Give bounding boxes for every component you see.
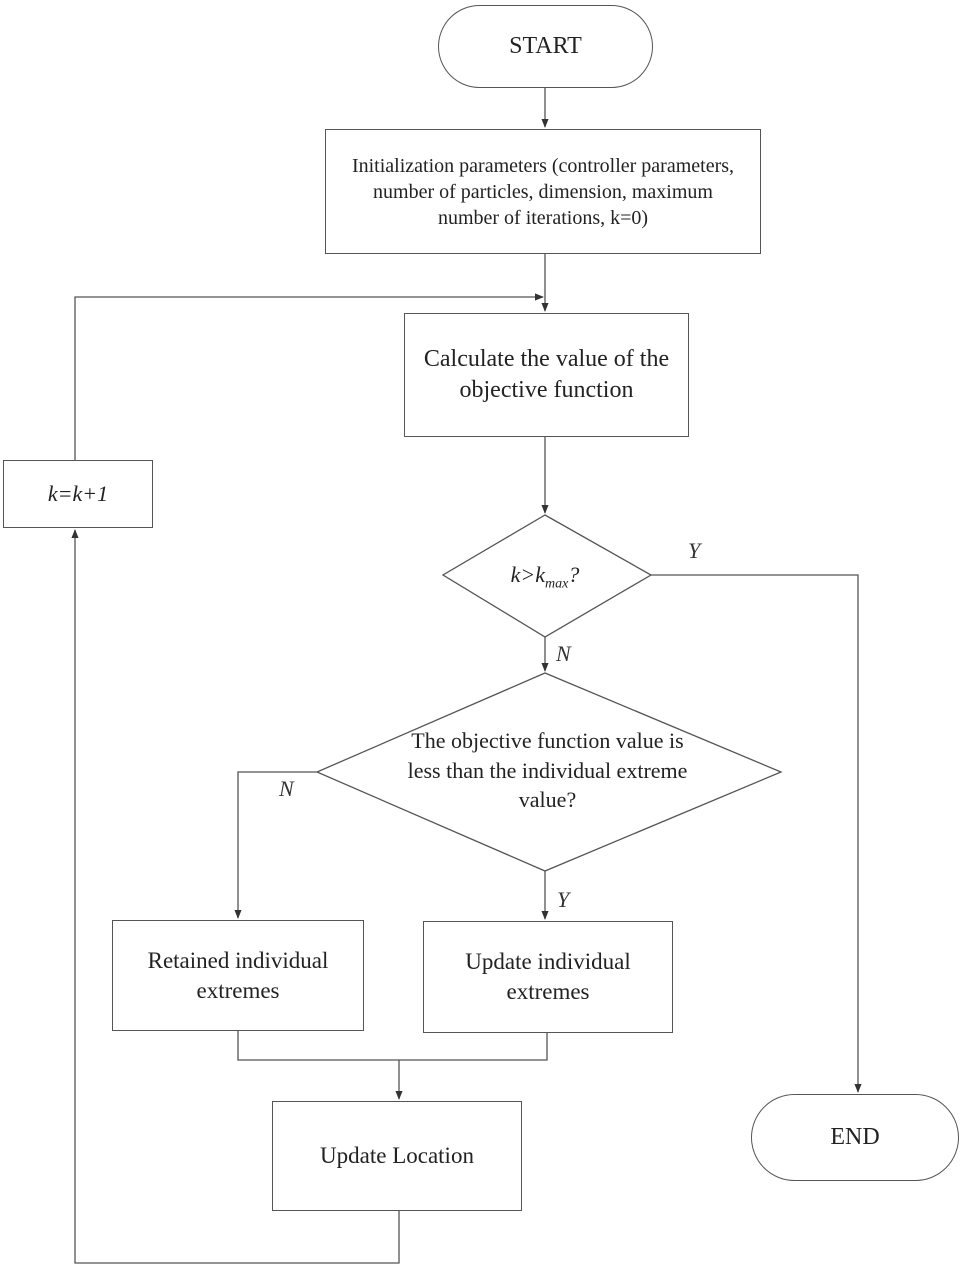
init-box: Initialization parameters (controller pa… — [325, 129, 761, 254]
calc-box: Calculate the value of the objective fun… — [404, 313, 689, 437]
update-loc-box: Update Location — [272, 1101, 522, 1211]
update-ext-box: Update individual extremes — [423, 921, 673, 1033]
end-terminal: END — [751, 1094, 959, 1181]
decision-k-main: k>k — [510, 562, 546, 587]
decision-obj-text: The objective function value is less tha… — [407, 728, 688, 813]
branch-label-k-no: N — [556, 641, 571, 666]
arrow-loop-to-calc — [74, 293, 544, 460]
merge-line — [237, 1031, 548, 1061]
decision-k-sub: max — [545, 576, 569, 592]
retain-label: Retained individual extremes — [147, 947, 329, 1003]
end-label: END — [830, 1123, 880, 1150]
branch-label-k-yes: Y — [688, 538, 701, 563]
increment-label: k=k+1 — [47, 480, 109, 506]
update-loc-label: Update Location — [320, 1143, 474, 1169]
branch-label-obj-yes: Y — [557, 887, 570, 912]
init-label: Initialization parameters (controller pa… — [351, 154, 735, 229]
decision-obj-label: The objective function value is less tha… — [405, 726, 690, 815]
decision-k-label: k>kmax? — [470, 560, 620, 594]
decision-obj-shape — [315, 672, 783, 872]
arrow-decision-obj-to-retain — [234, 771, 317, 919]
update-ext-label: Update individual extremes — [465, 949, 631, 1004]
decision-k-q: ? — [568, 562, 580, 587]
arrow-decision-k-to-end — [651, 574, 862, 1093]
branch-label-obj-no: N — [279, 776, 294, 801]
decision-k-shape — [441, 514, 653, 638]
increment-box: k=k+1 — [3, 460, 153, 528]
start-terminal: START — [438, 5, 653, 88]
calc-label: Calculate the value of the objective fun… — [423, 345, 670, 403]
start-label: START — [509, 32, 582, 59]
retain-box: Retained individual extremes — [112, 920, 364, 1031]
arrow-update-loc-to-increment — [71, 529, 400, 1264]
